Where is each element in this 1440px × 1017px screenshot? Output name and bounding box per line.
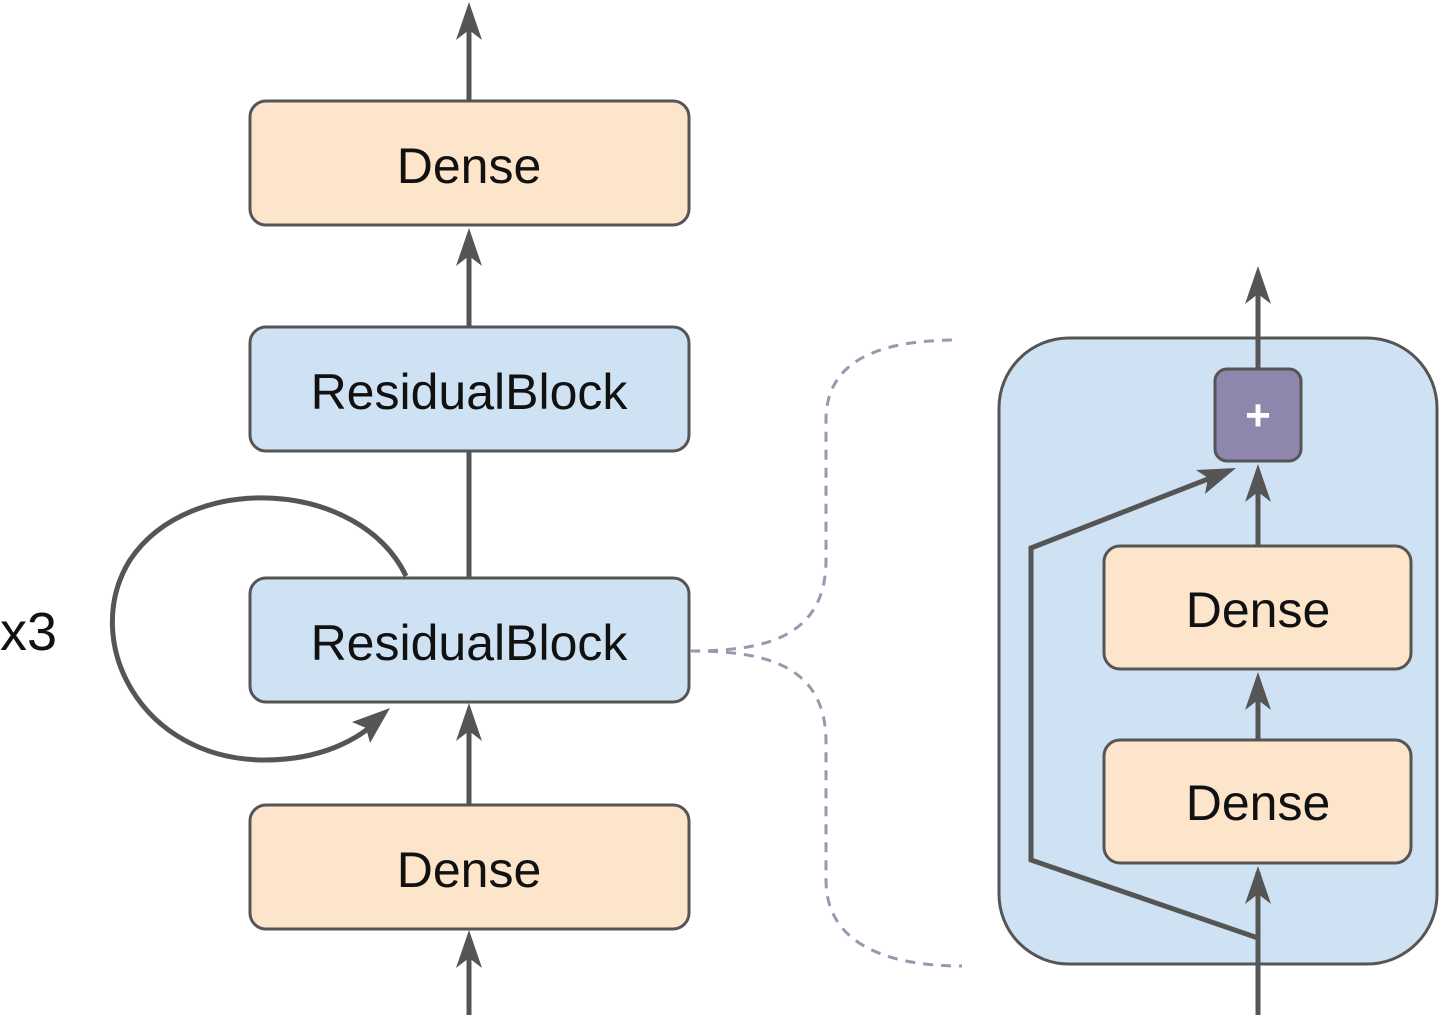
- repeat-loop-curve: [110, 495, 409, 763]
- input-arrowhead: [456, 930, 482, 968]
- detail-dense-to-add-arrowhead: [1245, 464, 1271, 502]
- zoom-connector: [689, 338, 963, 968]
- zoom-connector-lower: [689, 649, 963, 968]
- detail-input-arrowhead: [1245, 866, 1271, 904]
- add-node: +: [1213, 367, 1303, 463]
- main-stack-arrowheads: [456, 2, 482, 968]
- repeat-loop: [110, 495, 409, 763]
- output-arrowhead: [456, 2, 482, 40]
- residual-block-detail: + Dense Dense: [997, 266, 1439, 1015]
- detail-upper-dense-layer: Dense: [1102, 544, 1413, 671]
- upper-residual-block: ResidualBlock: [248, 325, 691, 453]
- repeat-loop-arrowhead: [352, 708, 390, 743]
- lower-residual-block: ResidualBlock: [248, 576, 691, 704]
- residual-to-dense-arrowhead: [456, 228, 482, 266]
- bottom-dense-layer: Dense: [248, 803, 691, 931]
- detail-lower-dense-label: Dense: [1186, 775, 1331, 831]
- detail-upper-dense-label: Dense: [1186, 582, 1331, 638]
- upper-residual-block-label: ResidualBlock: [311, 364, 629, 420]
- top-dense-layer: Dense: [248, 99, 691, 227]
- repeat-label: x3: [0, 602, 57, 662]
- detail-dense-to-dense-arrowhead: [1245, 672, 1271, 710]
- bottom-dense-label: Dense: [397, 842, 542, 898]
- skip-connection-arrowhead: [1196, 468, 1236, 494]
- zoom-connector-upper: [689, 338, 959, 653]
- top-dense-label: Dense: [397, 138, 542, 194]
- detail-lower-dense-layer: Dense: [1102, 738, 1413, 865]
- add-symbol: +: [1245, 391, 1271, 440]
- detail-output-arrowhead: [1245, 266, 1271, 304]
- dense-to-residual-arrowhead: [456, 703, 482, 741]
- skip-connection: [1028, 469, 1259, 941]
- lower-residual-block-label: ResidualBlock: [311, 615, 629, 671]
